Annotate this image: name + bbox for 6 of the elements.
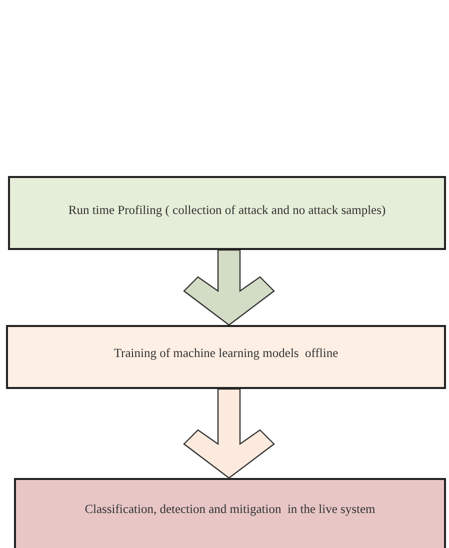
process-box: [14, 478, 446, 548]
process-box: [6, 325, 446, 389]
step-text: Run time Profiling ( collection of attack and no attack samples): [68, 202, 386, 218]
step-text: Training of machine learning models offline: [114, 344, 338, 362]
step-text: Classification, detection and mitigation in the live system: [84, 500, 376, 518]
process-box: [8, 176, 446, 250]
